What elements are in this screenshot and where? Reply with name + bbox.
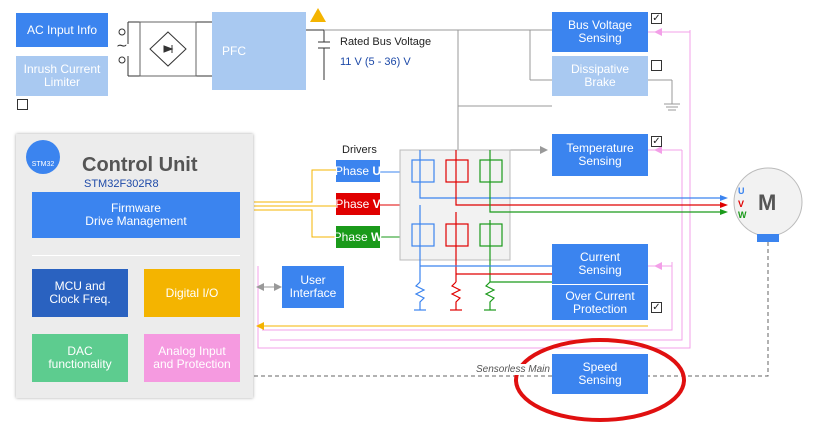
overcurrent-checkbox[interactable]: ✓	[651, 302, 662, 313]
analog-input-block[interactable]: Analog Input and Protection	[144, 334, 240, 382]
temperature-sensing-block[interactable]: Temperature Sensing	[552, 134, 648, 176]
panel-divider	[32, 255, 240, 256]
mcu-clock-block[interactable]: MCU and Clock Freq.	[32, 269, 128, 317]
motor-label: M	[758, 190, 777, 215]
phase-u-driver[interactable]: Phase U	[334, 160, 382, 182]
phase-w-prefix: Phase	[333, 229, 372, 244]
control-unit-panel: STM32 Control Unit STM32F302R8 Firmware …	[16, 134, 253, 398]
phase-v-letter: V	[372, 196, 381, 211]
ac-input-info-block[interactable]: AC Input Info	[16, 13, 108, 47]
motor-phase-v-label: V	[738, 199, 745, 209]
phase-outputs	[419, 150, 720, 283]
dissipative-brake-checkbox[interactable]	[651, 60, 662, 71]
motor-phase-w-label: W	[738, 210, 747, 220]
stm32-logo: STM32	[26, 140, 60, 174]
current-sensing-block[interactable]: Current Sensing	[552, 244, 648, 284]
driver-outputs	[380, 171, 400, 238]
highlight-ellipse	[514, 338, 686, 422]
temperature-checkbox[interactable]: ✓	[651, 136, 662, 147]
over-current-protection-block[interactable]: Over Current Protection	[552, 284, 648, 320]
phase-w-driver[interactable]: Phase W	[333, 226, 383, 248]
stm32-logo-text: STM32	[31, 161, 55, 168]
inrush-current-limiter-block[interactable]: Inrush Current Limiter	[16, 56, 108, 96]
digital-io-block[interactable]: Digital I/O	[144, 269, 240, 317]
motor-shaft	[757, 234, 779, 242]
user-interface-block[interactable]: User Interface	[282, 266, 344, 308]
phase-u-prefix: Phase	[334, 163, 373, 178]
drivers-label: Drivers	[342, 144, 377, 156]
phase-w-letter: W	[371, 229, 383, 244]
mcu-part-number: STM32F302R8	[84, 178, 159, 190]
sensor-line	[254, 240, 769, 377]
dac-functionality-block[interactable]: DAC functionality	[32, 334, 128, 382]
rectifier-wiring	[118, 21, 212, 77]
warning-icon	[310, 8, 326, 22]
speed-sensing-block[interactable]: Speed Sensing	[552, 354, 648, 394]
inrush-checkbox[interactable]	[17, 99, 28, 110]
bus-voltage-sensing-block[interactable]: Bus Voltage Sensing	[552, 12, 648, 52]
pfc-block[interactable]: PFC	[212, 12, 306, 90]
phase-v-prefix: Phase	[335, 196, 373, 211]
bus-wiring	[306, 29, 330, 80]
bus-distribution	[324, 29, 680, 151]
control-unit-title: Control Unit	[82, 154, 198, 176]
pfc-label: PFC	[222, 43, 246, 58]
bridge-switches	[411, 159, 503, 247]
sensor-mode-label: Sensorless Main	[474, 364, 552, 375]
phase-u-letter: U	[372, 163, 382, 178]
firmware-block[interactable]: Firmware Drive Management	[32, 192, 240, 238]
feedback-lines	[257, 30, 691, 349]
ac-sine-symbol: ∼	[116, 37, 128, 53]
phase-v-driver[interactable]: Phase V	[335, 193, 381, 215]
motor-phase-u-label: U	[738, 186, 745, 196]
gate-signal-lines	[254, 169, 336, 238]
shunt-resistors	[414, 281, 496, 311]
rated-bus-voltage-label: Rated Bus Voltage	[340, 36, 432, 48]
dissipative-brake-block[interactable]: Dissipative Brake	[552, 56, 648, 96]
bus-voltage-checkbox[interactable]: ✓	[651, 13, 662, 24]
rated-bus-voltage-value: 11 V (5 - 36) V	[340, 56, 411, 68]
